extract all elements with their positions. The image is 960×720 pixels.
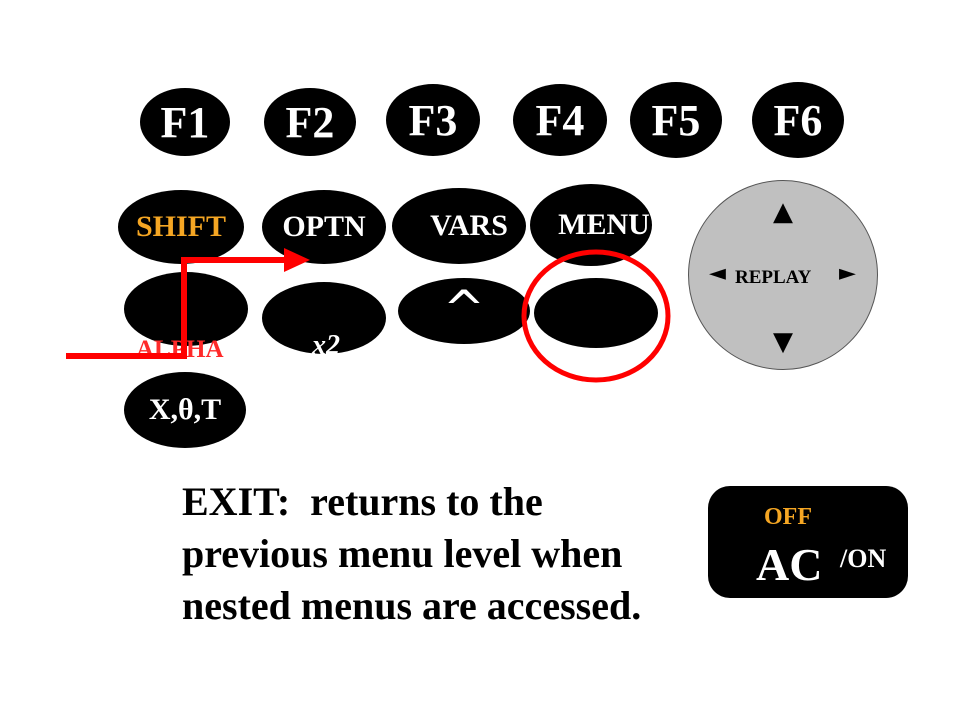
- ac-label: AC: [756, 539, 823, 590]
- alpha-label: ALPHA: [136, 336, 224, 363]
- menu-label: MENU: [558, 208, 650, 241]
- f5-label: F5: [651, 95, 701, 145]
- f6-label: F6: [773, 95, 823, 145]
- f2-key[interactable]: F2: [264, 88, 356, 156]
- x-squared-label: x2: [312, 330, 340, 361]
- left-arrow-icon[interactable]: ◄: [709, 261, 726, 286]
- exit-description: EXIT: returns to the previous menu level…: [182, 476, 641, 632]
- description-line-2: previous menu level when: [182, 531, 623, 576]
- f3-label: F3: [408, 95, 458, 145]
- shift-label: SHIFT: [135, 210, 227, 243]
- f4-label: F4: [535, 95, 585, 145]
- optn-key[interactable]: OPTN: [262, 190, 386, 264]
- f3-key[interactable]: F3: [386, 84, 480, 156]
- description-line-1: EXIT: returns to the: [182, 479, 543, 524]
- power-key[interactable]: ^: [398, 278, 530, 344]
- off-label: OFF: [764, 504, 812, 530]
- shift-key[interactable]: SHIFT: [118, 190, 244, 264]
- f1-label: F1: [160, 97, 210, 147]
- on-label: /ON: [840, 544, 887, 573]
- alpha-key[interactable]: [124, 272, 248, 346]
- optn-label: OPTN: [282, 210, 366, 243]
- ac-on-key[interactable]: OFF AC /ON: [708, 486, 908, 598]
- vars-key[interactable]: VARS: [392, 188, 526, 264]
- f1-key[interactable]: F1: [140, 88, 230, 156]
- power-label: ^: [443, 280, 485, 338]
- replay-label: REPLAY: [735, 267, 812, 288]
- x-theta-t-label: X,θ,T: [148, 393, 222, 426]
- description-line-3: nested menus are accessed.: [182, 583, 642, 628]
- menu-key[interactable]: MENU: [530, 184, 652, 266]
- down-arrow-icon[interactable]: ▼: [773, 327, 793, 357]
- vars-label: VARS: [430, 209, 508, 242]
- f5-key[interactable]: F5: [630, 82, 722, 158]
- f2-label: F2: [285, 97, 335, 147]
- f6-key[interactable]: F6: [752, 82, 844, 158]
- replay-pad[interactable]: ▲ ▼ ◄ ► REPLAY: [688, 180, 878, 370]
- up-arrow-icon[interactable]: ▲: [773, 197, 793, 227]
- f4-key[interactable]: F4: [513, 84, 607, 156]
- right-arrow-icon[interactable]: ►: [839, 261, 856, 286]
- exit-key[interactable]: [534, 278, 658, 348]
- x-theta-t-key[interactable]: X,θ,T: [124, 372, 246, 448]
